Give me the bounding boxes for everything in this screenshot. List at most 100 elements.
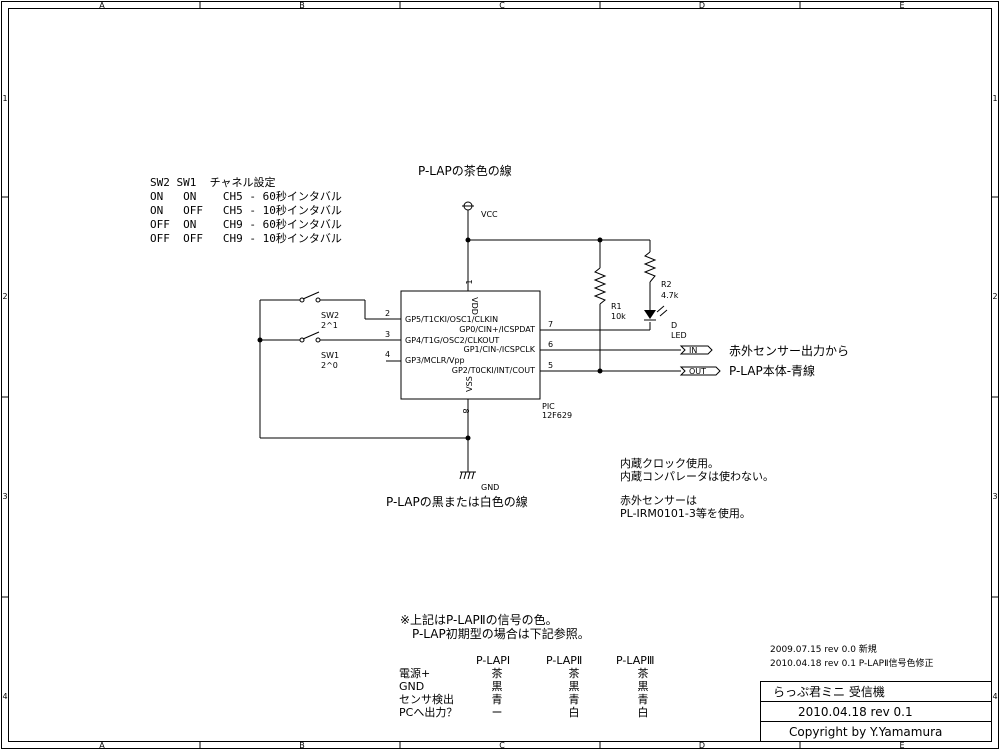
switch-table-header: SW2 SW1 チャネル設定 [150, 175, 276, 189]
out-port [679, 366, 721, 376]
ic-pin-label: GP0/CIN+/ICSPDAT [459, 325, 535, 334]
pin-8-number: 8 [461, 408, 470, 413]
inner-border [8, 8, 992, 742]
junctions [257, 237, 603, 441]
row-label-4-left: 4 [2, 692, 7, 701]
title-block-copyright: Copyright by Y.Yamamura [789, 725, 942, 739]
gnd-symbol [459, 471, 476, 480]
color-table-cell: 青 [569, 693, 580, 706]
title-block: らっぷ君ミニ 受信機 2010.04.18 rev 0.1 Copyright … [760, 681, 992, 742]
color-table-cell: 青 [492, 693, 503, 706]
ic-name: PIC [542, 402, 555, 411]
revision-entry: 2010.04.18 rev 0.1 P-LAPⅡ信号色修正 [770, 657, 934, 669]
r2-value: 4.7k [661, 291, 679, 300]
ic-pin-label: GP1/CIN-/ICSPCLK [464, 345, 536, 354]
ic-pin-number: 6 [548, 340, 553, 349]
ic-pin-number: 4 [385, 350, 390, 359]
col-label-d-top: D [699, 1, 705, 10]
color-table-cell: 黒 [638, 680, 649, 693]
col-label-e-top: E [899, 1, 904, 10]
vcc-label: VCC [481, 210, 498, 219]
row-label-2-right: 2 [992, 292, 997, 301]
in-port-label: IN [689, 346, 697, 355]
sw2-name: SW2 [321, 311, 339, 320]
col-label-a-bottom: A [99, 741, 105, 750]
note-line: 赤外センサーは [620, 494, 697, 507]
out-port-label: OUT [689, 367, 706, 376]
col-label-e-bottom: E [899, 741, 904, 750]
r1-value: 10k [611, 312, 626, 321]
color-table-header: P-LAPⅢ [616, 654, 654, 667]
color-table-header: P-LAPⅡ [546, 654, 582, 667]
color-table-row-label: 電源+ [399, 666, 430, 680]
color-table-row-label: センサ検出 [399, 692, 454, 706]
out-port-description: P-LAP本体-青線 [729, 363, 815, 378]
sw2-value: 2^1 [321, 321, 338, 330]
ic-pin-label: GP3/MCLR/Vpp [405, 356, 465, 365]
ic-pin-label: GP4/T1G/OSC2/CLKOUT [405, 336, 499, 345]
ic-pin-label: GP2/T0CKI/INT/COUT [452, 366, 535, 375]
switch-table-row: OFF OFF CH9 - 10秒インタバル [150, 231, 342, 245]
color-table-cell: 茶 [638, 667, 649, 680]
col-label-a-top: A [99, 1, 105, 10]
col-label-c-top: C [499, 1, 505, 10]
ic-pin-number: 7 [548, 320, 553, 329]
color-note-line: P-LAP初期型の場合は下記参照。 [412, 626, 590, 641]
note-line: 内蔵クロック使用。 [620, 456, 719, 470]
led-value: LED [671, 331, 687, 340]
pic-ic-body [400, 290, 541, 400]
wire-color-table: P-LAPⅠ P-LAPⅡ P-LAPⅢ 電源+ GND センサ検出 PCへ出力… [399, 654, 654, 719]
ic-pin-label: GP5/T1CKI/OSC1/CLKIN [405, 315, 498, 324]
color-table-header: P-LAPⅠ [476, 654, 510, 667]
pin-1-number: 1 [465, 279, 474, 284]
color-table-cell: 茶 [492, 667, 503, 680]
color-table-cell: 白 [569, 705, 580, 719]
in-port [679, 345, 713, 355]
col-label-d-bottom: D [699, 741, 705, 750]
row-label-3-right: 3 [992, 492, 997, 501]
color-table-row-label: GND [399, 680, 424, 693]
col-label-b-bottom: B [299, 741, 305, 750]
title-block-title: らっぷ君ミニ 受信機 [773, 684, 885, 699]
title-block-date-revision: 2010.04.18 rev 0.1 [798, 705, 913, 719]
row-label-1-left: 1 [2, 94, 7, 103]
gnd-wire-color-label: P-LAPの黒または白色の線 [386, 494, 528, 509]
col-label-b-top: B [299, 1, 305, 10]
r1-name: R1 [611, 302, 622, 311]
wires [259, 210, 681, 472]
gnd-label: GND [481, 483, 499, 492]
color-table-cell: 茶 [569, 667, 580, 680]
vss-label: VSS [465, 376, 474, 392]
sw1-name: SW1 [321, 351, 339, 360]
color-table-cell: 白 [638, 705, 649, 719]
led-diode [644, 305, 668, 321]
sw1-switch [299, 331, 321, 343]
in-port-description: 赤外センサー出力から [729, 344, 849, 358]
row-label-4-right: 4 [992, 692, 997, 701]
ic-part-number: 12F629 [542, 411, 572, 420]
col-label-c-bottom: C [499, 741, 505, 750]
led-name: D [671, 321, 677, 330]
r1-resistor [593, 267, 607, 305]
color-table-cell: 青 [638, 693, 649, 706]
sw1-value: 2^0 [321, 361, 338, 370]
color-table-cell: 黒 [569, 680, 580, 693]
switch-table-row: OFF ON CH9 - 60秒インタバル [150, 217, 342, 231]
color-table-cell: ー [492, 706, 503, 719]
color-table-row-label: PCへ出力？ [399, 705, 457, 719]
ic-pin-number: 3 [385, 330, 390, 339]
color-table-cell: 黒 [492, 680, 503, 693]
switch-table-row: ON OFF CH5 - 10秒インタバル [150, 203, 342, 217]
note-line: 内蔵コンパレータは使わない。 [620, 469, 774, 483]
row-label-1-right: 1 [992, 94, 997, 103]
revision-entry: 2009.07.15 rev 0.0 新規 [770, 643, 877, 655]
switch-table: SW2 SW1 チャネル設定 ON ON CH5 - 60秒インタバル ON O… [150, 175, 342, 245]
r2-resistor [643, 251, 657, 283]
ic-pin-number: 2 [385, 309, 390, 318]
row-label-3-left: 3 [2, 492, 7, 501]
switch-table-row: ON ON CH5 - 60秒インタバル [150, 189, 342, 203]
r2-name: R2 [661, 280, 672, 289]
